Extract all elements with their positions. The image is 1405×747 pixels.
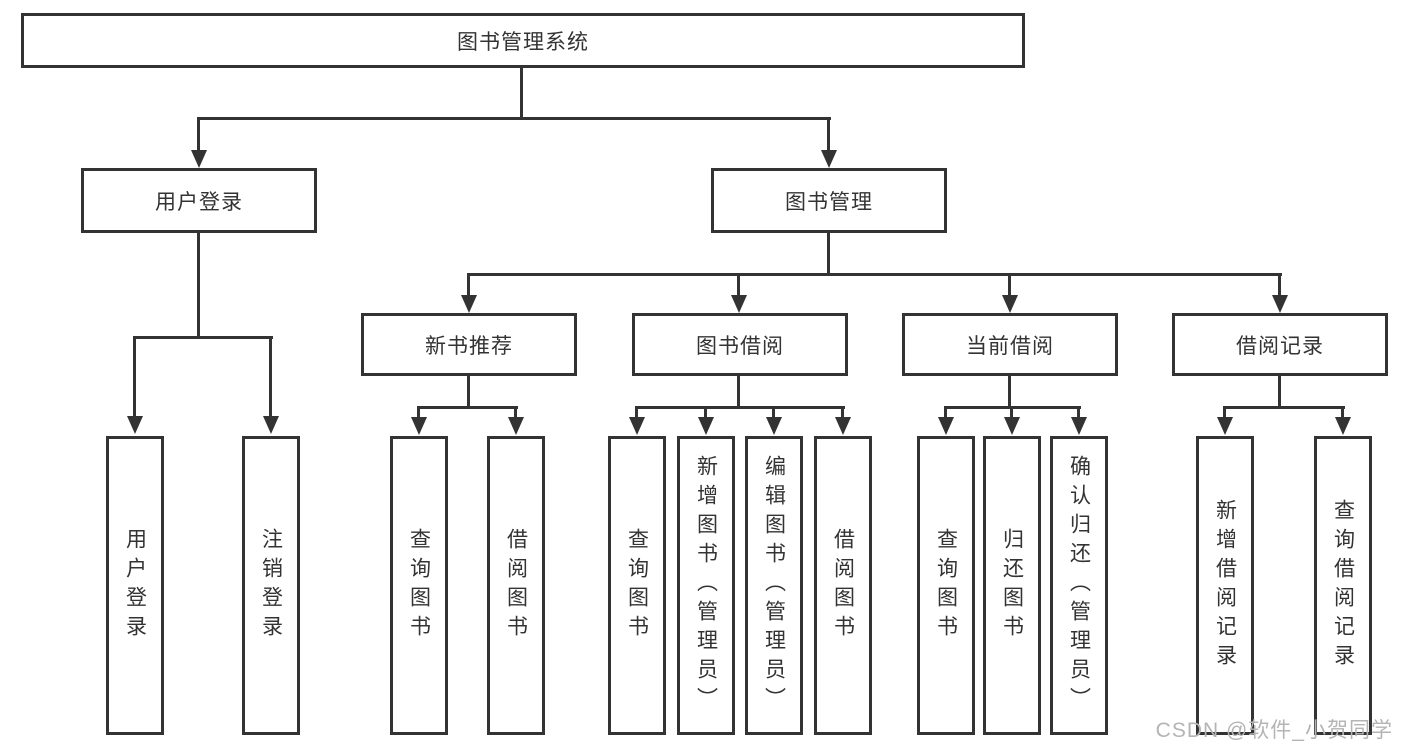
connector — [1278, 376, 1281, 409]
connector — [1278, 273, 1281, 298]
connector — [704, 406, 707, 420]
connector — [1008, 376, 1011, 409]
connector — [133, 336, 136, 419]
leaf-borrow-books: 借阅图书 — [814, 436, 872, 735]
leaf-query-books-recommend: 查询图书 — [390, 436, 448, 735]
leaf-logout: 注销登录 — [242, 436, 300, 735]
connector — [635, 406, 845, 409]
arrow-down-icon — [461, 295, 477, 313]
node-label: 查询图书 — [625, 527, 649, 644]
arrow-down-icon — [698, 417, 714, 435]
node-label: 图书借阅 — [696, 334, 784, 358]
connector — [737, 376, 740, 409]
leaf-add-books-admin: 新增图书（管理员） — [677, 436, 735, 735]
connector — [772, 406, 775, 420]
node-label: 图书管理系统 — [457, 30, 589, 54]
node-label: 确认归还（管理员） — [1067, 455, 1091, 716]
connector — [467, 273, 1282, 276]
node-label: 查询借阅记录 — [1331, 498, 1355, 673]
node-current-borrowing: 当前借阅 — [902, 313, 1118, 376]
arrow-down-icon — [191, 150, 207, 168]
leaf-borrow-books-recommend: 借阅图书 — [487, 436, 545, 735]
connector — [827, 117, 830, 153]
connector — [1341, 406, 1344, 420]
node-new-book-recommend: 新书推荐 — [361, 313, 577, 376]
connector — [737, 273, 740, 298]
leaf-user-login: 用户登录 — [106, 436, 164, 735]
connector — [1223, 406, 1345, 409]
arrow-down-icon — [1002, 295, 1018, 313]
connector — [944, 406, 947, 420]
node-book-management: 图书管理 — [711, 168, 947, 233]
arrow-down-icon — [1335, 417, 1351, 435]
node-label: 编辑图书（管理员） — [762, 455, 786, 716]
connector — [197, 117, 831, 120]
arrow-down-icon — [263, 416, 279, 434]
arrow-down-icon — [1071, 417, 1087, 435]
arrow-down-icon — [508, 417, 524, 435]
connector — [841, 406, 844, 420]
node-label: 借阅图书 — [504, 527, 528, 644]
node-label: 查询图书 — [407, 527, 431, 644]
arrow-down-icon — [938, 417, 954, 435]
connector — [827, 233, 830, 276]
arrow-down-icon — [731, 295, 747, 313]
arrow-down-icon — [1217, 417, 1233, 435]
connector — [1010, 406, 1013, 420]
node-book-borrowing: 图书借阅 — [632, 313, 848, 376]
node-label: 新增借阅记录 — [1213, 498, 1237, 673]
arrow-down-icon — [411, 417, 427, 435]
node-label: 图书管理 — [785, 190, 873, 214]
leaf-query-books-borrowing: 查询图书 — [608, 436, 666, 735]
node-root-library-system: 图书管理系统 — [21, 13, 1025, 68]
node-label: 当前借阅 — [966, 334, 1054, 358]
connector — [467, 376, 470, 409]
arrow-down-icon — [1004, 417, 1020, 435]
node-label: 注销登录 — [259, 527, 283, 644]
leaf-add-borrow-record: 新增借阅记录 — [1196, 436, 1254, 735]
connector — [133, 336, 273, 339]
csdn-watermark: CSDN @软件_小贺同学 — [1155, 719, 1393, 742]
arrow-down-icon — [835, 417, 851, 435]
connector — [269, 336, 272, 419]
arrow-down-icon — [127, 416, 143, 434]
connector — [1077, 406, 1080, 420]
connector — [467, 273, 470, 298]
connector — [417, 406, 518, 409]
connector — [1223, 406, 1226, 420]
node-user-login: 用户登录 — [81, 168, 317, 233]
arrow-down-icon — [1272, 295, 1288, 313]
connector — [520, 68, 523, 120]
node-label: 归还图书 — [1000, 527, 1024, 644]
connector — [417, 406, 420, 420]
leaf-query-borrow-record: 查询借阅记录 — [1314, 436, 1372, 735]
node-label: 查询图书 — [934, 527, 958, 644]
connector — [197, 233, 200, 339]
node-label: 借阅记录 — [1236, 334, 1324, 358]
leaf-query-books-current: 查询图书 — [917, 436, 975, 735]
connector — [514, 406, 517, 420]
node-label: 借阅图书 — [831, 527, 855, 644]
node-label: 用户登录 — [123, 527, 147, 644]
arrow-down-icon — [629, 417, 645, 435]
node-label: 新书推荐 — [425, 334, 513, 358]
connector — [1008, 273, 1011, 298]
connector — [635, 406, 638, 420]
arrow-down-icon — [766, 417, 782, 435]
node-label: 新增图书（管理员） — [694, 455, 718, 716]
node-label: 用户登录 — [155, 190, 243, 214]
connector — [197, 117, 200, 153]
leaf-confirm-return-admin: 确认归还（管理员） — [1050, 436, 1108, 735]
node-borrowing-records: 借阅记录 — [1172, 313, 1388, 376]
leaf-return-books: 归还图书 — [983, 436, 1041, 735]
leaf-edit-books-admin: 编辑图书（管理员） — [745, 436, 803, 735]
arrow-down-icon — [821, 150, 837, 168]
